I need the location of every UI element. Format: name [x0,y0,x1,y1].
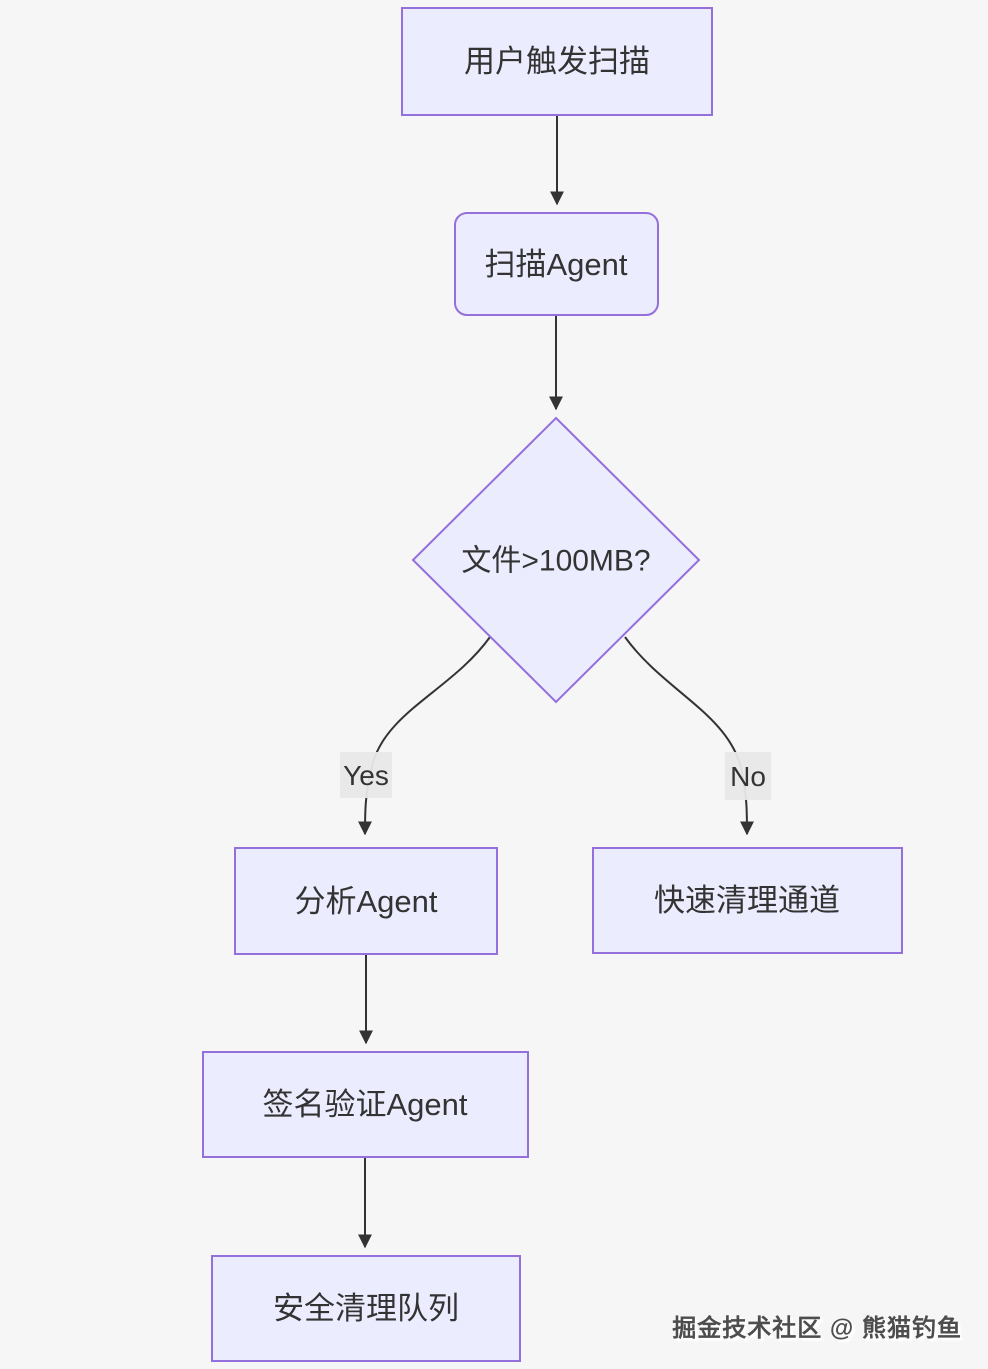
node-scan-agent: 扫描Agent [454,212,659,316]
node-analyze-agent-label: 分析Agent [294,884,437,919]
edge-decision-yes [358,636,491,836]
node-safe-clean-queue-shape [211,1255,521,1362]
edge-label-yes: Yes [340,752,392,798]
node-decision-file-size-shape [411,416,701,704]
node-sign-verify-agent-label: 签名验证Agent [262,1087,467,1122]
edge-label-yes-text: Yes [343,760,389,791]
node-scan-agent-label: 扫描Agent [484,247,627,282]
node-fast-clean-channel-label: 快速清理通道 [654,883,840,918]
node-user-trigger-scan-label: 用户触发扫描 [464,44,650,79]
node-user-trigger-scan: 用户触发扫描 [401,7,713,116]
node-analyze-agent: 分析Agent [234,847,498,955]
node-user-trigger-scan-shape [401,7,713,116]
node-decision-file-size: 文件>100MB? [411,416,701,704]
node-fast-clean-channel: 快速清理通道 [592,847,903,954]
node-safe-clean-queue: 安全清理队列 [211,1255,521,1362]
edge-label-no: No [725,752,771,800]
node-scan-agent-shape [454,212,659,316]
node-analyze-agent-shape [234,847,498,955]
node-fast-clean-channel-shape [592,847,903,954]
node-sign-verify-agent-shape [202,1051,529,1158]
edge-label-no-bg [725,752,771,800]
edge-label-yes-bg [340,752,392,798]
edge-label-no-text: No [730,761,766,792]
node-safe-clean-queue-label: 安全清理队列 [273,1291,459,1326]
node-sign-verify-agent: 签名验证Agent [202,1051,529,1158]
watermark: 掘金技术社区 @ 熊猫钓鱼 [672,1315,962,1342]
edge-decision-no [624,636,754,836]
node-decision-file-size-label: 文件>100MB? [461,545,650,578]
